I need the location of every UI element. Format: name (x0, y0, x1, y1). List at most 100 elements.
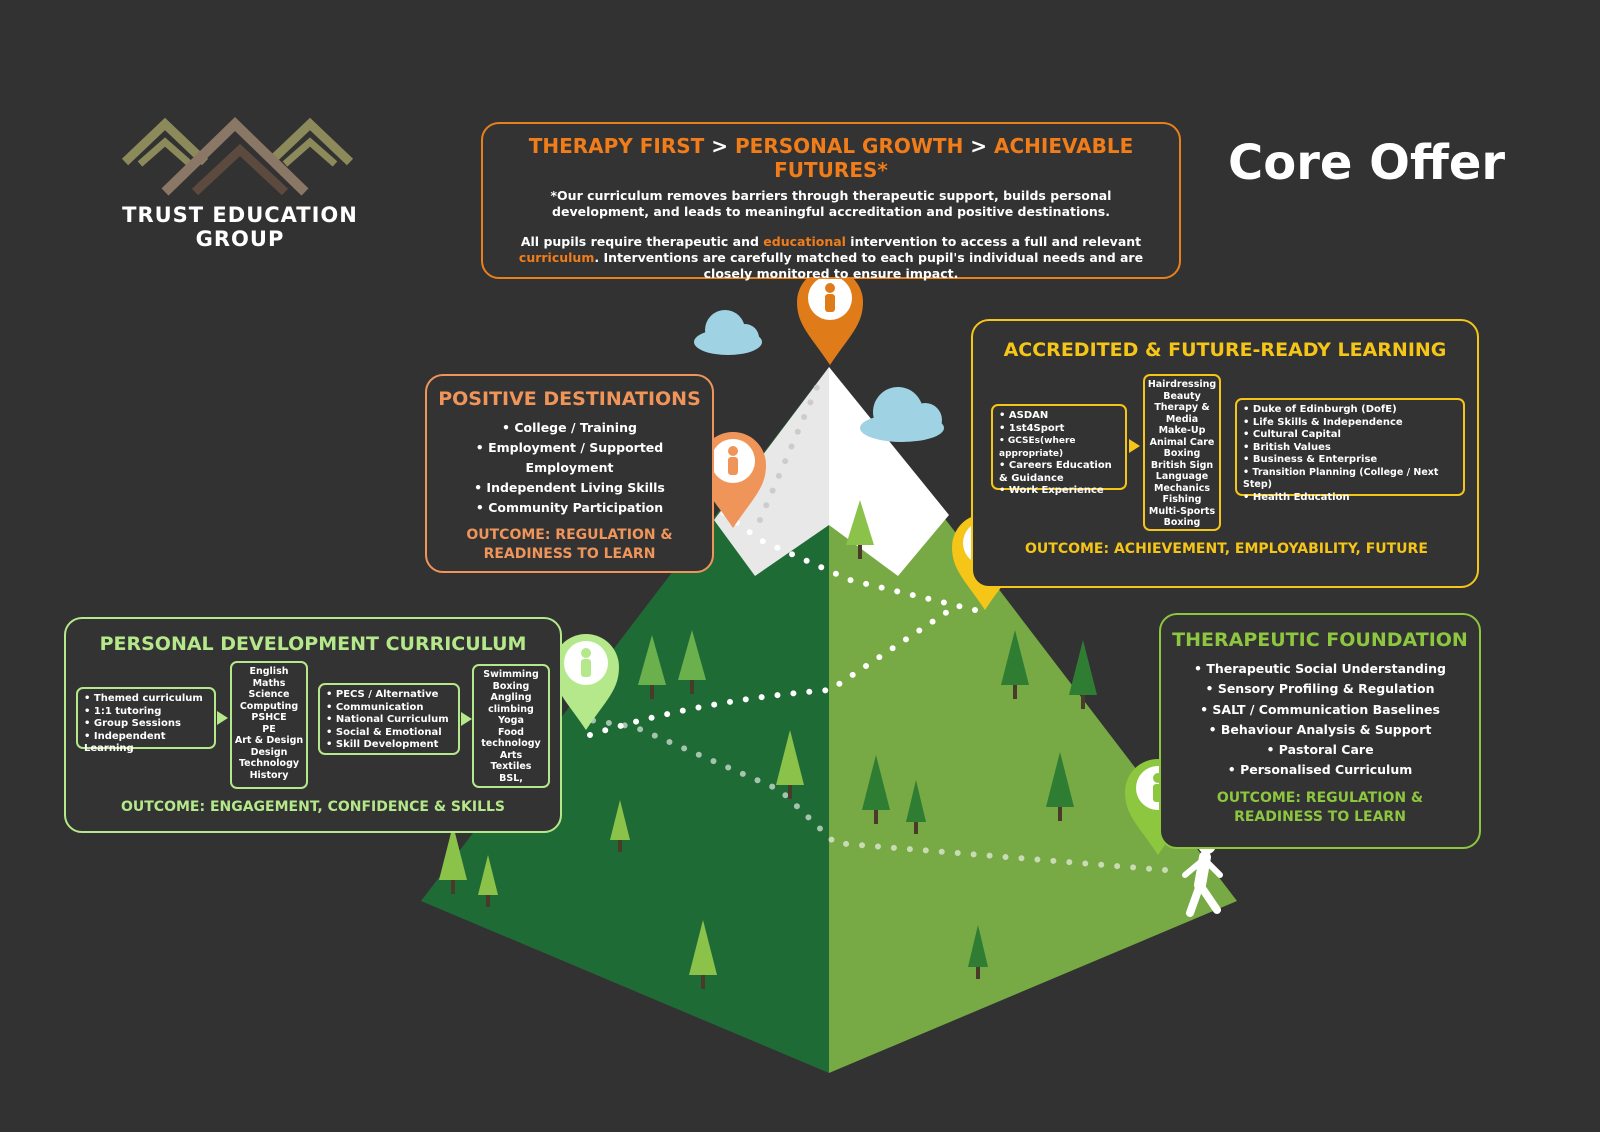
list-item: Angling (490, 692, 532, 703)
list-item: • Social & Emotional (326, 726, 442, 738)
list-item: Hairdressing (1147, 379, 1217, 390)
list-item: • Work Experience (999, 485, 1104, 496)
list-item: Yoga (498, 715, 524, 726)
principle-heading: THERAPY FIRST > PERSONAL GROWTH > ACHIEV… (503, 134, 1159, 182)
snow-cap-left (714, 367, 829, 576)
list-item: British Sign (1150, 459, 1214, 471)
separator: > (970, 134, 988, 158)
outcome-text: OUTCOME: REGULATION & READINESS TO LEARN (1216, 789, 1424, 825)
pin-icon-orange (797, 269, 863, 365)
list-item: Design (250, 746, 288, 758)
list-item: • Cultural Capital (1243, 429, 1341, 440)
list-item: Arts (499, 749, 523, 761)
accreditation-list: • ASDAN • 1st4Sport • GCSEs(where approp… (991, 404, 1127, 496)
list-item: PSHCE (251, 712, 287, 723)
approach-list: • Themed curriculum• 1:1 tutoring• Group… (76, 687, 216, 754)
list-item: Textiles (490, 761, 532, 772)
list-item: Boxing (492, 680, 530, 692)
pin-icon-lightgreen (553, 634, 619, 730)
list-item: Media (1165, 413, 1199, 425)
mountain-right-face (829, 367, 1237, 1073)
box-title: ACCREDITED & FUTURE-READY LEARNING (1003, 339, 1447, 361)
tree-icons (439, 500, 1097, 989)
list-item: Technology (238, 758, 300, 769)
list-item: • College / Training (502, 420, 637, 435)
body-text: All pupils require therapeutic and (520, 234, 764, 249)
list-item: • Independent Learning (84, 730, 166, 755)
list-item: • Health Education (1243, 491, 1350, 503)
list-item: • Duke of Edinburgh (DofE) (1243, 404, 1397, 415)
box-title: POSITIVE DESTINATIONS (438, 388, 701, 410)
walking-person-icon (1182, 836, 1223, 917)
list-item: • Careers Education & Guidance (999, 460, 1112, 484)
list-item: • PECS / Alternative (326, 689, 439, 700)
accredited-learning-box: ACCREDITED & FUTURE-READY LEARNING • ASD… (971, 319, 1479, 588)
highlight-text: curriculum (518, 250, 595, 265)
list-item: • Therapeutic Social Understanding (1193, 661, 1446, 676)
box-title: THERAPEUTIC FOUNDATION (1172, 629, 1468, 651)
arrow-icon (1129, 439, 1140, 453)
outcome-text: OUTCOME: ACHIEVEMENT, EMPLOYABILITY, FUT… (1025, 541, 1428, 557)
list-item: • Life Skills & Independence (1243, 416, 1403, 428)
mountain-logo-icon (121, 117, 354, 196)
list-item: • Personalised Curriculum (1227, 762, 1413, 778)
path-dots (757, 377, 823, 523)
list-item: Computing (239, 700, 299, 712)
list-item: • Themed curriculum (84, 693, 203, 704)
path-dots (587, 607, 953, 738)
principle-note: *Our curriculum removes barriers through… (550, 188, 1112, 219)
list-item: History (249, 769, 289, 781)
mountain-left-face (421, 367, 829, 1073)
list-item: Multi-Sports (1148, 505, 1216, 517)
list-item: • 1st4Sport (999, 422, 1065, 434)
cloud-icon (694, 310, 762, 355)
principle-body: All pupils require therapeutic and educa… (503, 234, 1159, 282)
list-item: Science (248, 689, 290, 700)
outcome-text: OUTCOME: ENGAGEMENT, CONFIDENCE & SKILLS (120, 799, 505, 815)
list-item: Animal Care (1149, 436, 1215, 448)
list-item: Art & Design (234, 735, 304, 746)
list-item: • GCSEs(where appropriate) (999, 436, 1076, 459)
list-item: climbing (488, 703, 534, 715)
list-item: Boxing (1163, 448, 1201, 459)
list-item: English (249, 666, 289, 677)
heading-part: ACHIEVABLE FUTURES* (774, 134, 1134, 182)
list-item: • 1:1 tutoring (84, 705, 162, 717)
list-item: • Employment / Supported Employment (475, 440, 664, 475)
list-item: • Pastoral Care (1266, 742, 1374, 758)
body-text: . Interventions are carefully matched to… (594, 250, 1144, 281)
list-item: Boxing (1163, 517, 1201, 528)
list-item: • Sensory Profiling & Regulation (1205, 681, 1435, 697)
list-item: • Skill Development (326, 739, 439, 750)
cloud-icon (860, 387, 944, 442)
core-principle-box: THERAPY FIRST > PERSONAL GROWTH > ACHIEV… (481, 122, 1181, 282)
pin-icon-peach (700, 432, 766, 528)
list-item: • SALT / Communication Baselines (1200, 701, 1440, 717)
list-item: Language (1155, 471, 1209, 482)
highlight-text: educational (763, 234, 846, 249)
list-item: • National Curriculum (326, 714, 449, 725)
arrow-icon (217, 711, 228, 725)
list-item: • Independent Living Skills (474, 480, 665, 495)
list-item: • Behaviour Analysis & Support (1208, 721, 1432, 737)
therapeutic-foundation-box: THERAPEUTIC FOUNDATION • Therapeutic Soc… (1159, 613, 1481, 849)
list-item: • Group Sessions (84, 718, 181, 729)
enrichment-list: • Duke of Edinburgh (DofE)• Life Skills … (1235, 398, 1465, 503)
outcome-text: OUTCOME: REGULATION & READINESS TO LEARN (466, 527, 673, 562)
list-item: Mechanics (1153, 482, 1210, 494)
personal-development-box: PERSONAL DEVELOPMENT CURRICULUM • Themed… (64, 617, 562, 833)
logo-text: TRUST EDUCATION GROUP (122, 203, 358, 251)
list-item: PE (262, 723, 276, 735)
list-item: Fishing (1162, 494, 1202, 505)
list-item: Make-Up (1158, 425, 1206, 436)
heading-part: THERAPY FIRST (528, 134, 705, 158)
list-item: Maths (252, 677, 286, 689)
list-item: BSL, (499, 772, 523, 784)
list-item: Beauty (1163, 390, 1201, 402)
box-title: PERSONAL DEVELOPMENT CURRICULUM (99, 633, 527, 655)
list-item: technology (481, 738, 541, 749)
list-item: Therapy & (1154, 402, 1210, 413)
